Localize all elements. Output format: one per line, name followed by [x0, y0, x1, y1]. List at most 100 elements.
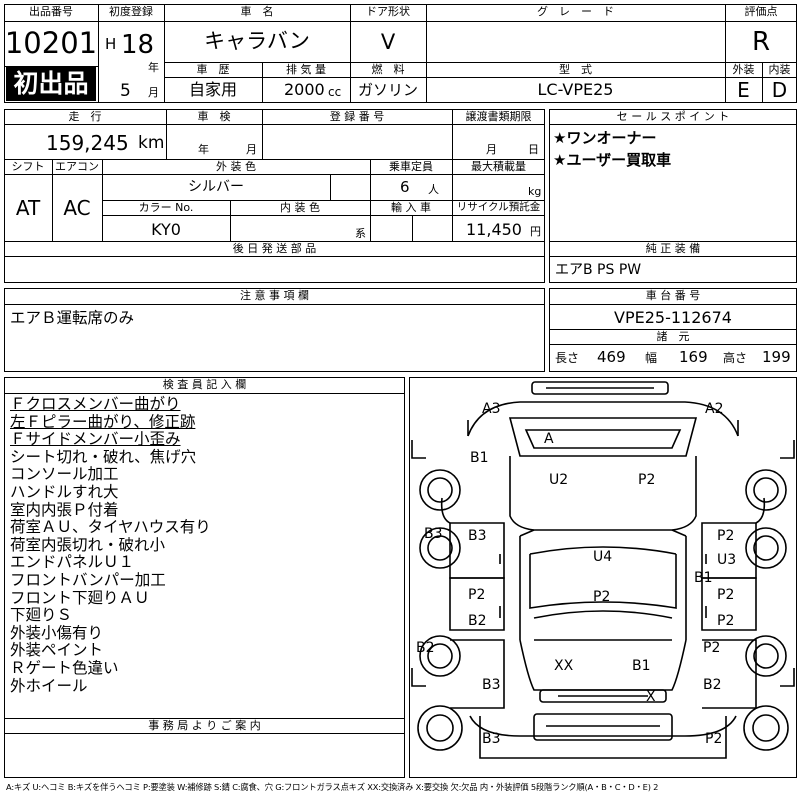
diagram-label: P2: [468, 587, 486, 603]
inspector-remark: ハンドルすれ大: [10, 482, 119, 501]
diagram-label: P2: [638, 472, 656, 488]
notes-header: 注 意 事 項 欄: [240, 289, 309, 302]
load-unit: kg: [528, 185, 542, 198]
diagram-label: P2: [717, 587, 735, 603]
int-color-unit: 系: [355, 227, 366, 240]
diagram-label: A2: [705, 401, 724, 417]
inspector-remark: 下廻りＳ: [10, 606, 73, 625]
door-type: V: [380, 30, 396, 54]
details-section: [4, 109, 545, 283]
diagram-label: B1: [694, 570, 713, 586]
color-no-header: カラー No.: [138, 201, 194, 214]
diagram-label: P2: [703, 640, 721, 656]
first-reg-header: 初度登録: [109, 5, 153, 18]
diagram-label: P2: [717, 528, 735, 544]
diagram-label: B3: [468, 528, 487, 544]
era: H: [105, 35, 117, 53]
recycle-unit: 円: [530, 225, 541, 238]
inspector-header: 検 査 員 記 入 欄: [162, 378, 247, 391]
recycle-header: リサイクル預託金: [456, 201, 541, 213]
shift: AT: [15, 196, 41, 220]
grade-header: グ レ ー ド: [537, 5, 614, 18]
diagram-label: U2: [549, 472, 569, 488]
ac-header: エアコン: [55, 160, 99, 173]
length: 469: [597, 348, 626, 366]
chassis-no: VPE25-112674: [614, 308, 732, 327]
diagram-label: U4: [593, 549, 613, 565]
type-header: 型 式: [559, 63, 592, 76]
lot-no: 10201: [4, 26, 98, 60]
length-label: 長さ: [555, 351, 580, 365]
first-listing-badge: 初出品: [6, 67, 96, 101]
inspector-remark: シート切れ・破れ、焦げ穴: [10, 447, 197, 466]
ext-color: シルバー: [188, 179, 244, 195]
diagram-label: P2: [705, 731, 723, 747]
transfer-month-unit: 月: [486, 143, 497, 156]
inspector-remark: 外装ペイント: [10, 641, 104, 660]
insp-month-unit: 月: [246, 143, 257, 156]
int-grade: D: [771, 78, 788, 102]
ac: AC: [63, 196, 91, 220]
ext-grade: E: [737, 78, 750, 102]
inspector-remark: フロント下廻りＡＵ: [10, 588, 150, 607]
capacity-header: 乗車定員: [389, 160, 433, 173]
history: 自家用: [188, 80, 237, 99]
diagram-label: B1: [470, 450, 489, 466]
score-header: 評価点: [744, 5, 778, 18]
displacement-header: 排 気 量: [286, 63, 326, 76]
score: R: [751, 27, 771, 57]
height-label: 高さ: [723, 351, 748, 365]
inspector-remark: エンドパネルＵ１: [10, 553, 135, 572]
dims-header: 諸 元: [656, 330, 690, 343]
int-header: 内装: [768, 63, 791, 76]
diagram-label: B2: [416, 640, 435, 656]
inspector-remark: フロントバンパー加工: [10, 570, 166, 589]
lot-no-header: 出品番号: [29, 5, 73, 18]
capacity-unit: 人: [428, 183, 439, 196]
diagram-label: B1: [632, 658, 651, 674]
load-header: 最大積載量: [471, 160, 526, 173]
inspector-section: [4, 377, 405, 778]
equipment: エアB PS PW: [555, 262, 642, 278]
diagram-label: XX: [554, 658, 574, 674]
diagram-label: B2: [468, 613, 487, 629]
sales-point-2: ★ユーザー買取車: [553, 151, 672, 169]
inspection-header: 車 検: [197, 110, 231, 123]
first-reg-month: 5: [120, 81, 131, 101]
notes-section: [4, 288, 545, 372]
transfer-header: 譲渡書類期限: [465, 110, 532, 123]
height: 199: [762, 348, 791, 366]
later-parts-header: 後 日 発 送 部 品: [232, 242, 317, 255]
model-name-header: 車 名: [240, 5, 274, 18]
inspector-remark: 荷室ＡＵ、タイヤハウス有り: [10, 518, 211, 537]
ext-color-header: 外 装 色: [216, 160, 256, 173]
inspector-remark: Ｆクロスメンバー曲がり: [10, 395, 181, 413]
sales-point-1: ★ワンオーナー: [553, 129, 657, 147]
diagram-label: B3: [482, 731, 501, 747]
color-no: KY0: [151, 220, 181, 239]
import-header: 輸 入 車: [391, 201, 431, 214]
diagram-label: A3: [482, 401, 501, 417]
inspector-remark: 室内内張Ｐ付着: [10, 500, 119, 519]
recycle-fee: 11,450: [466, 220, 522, 239]
diagram-label: X: [646, 689, 656, 705]
diagram-label: P2: [593, 589, 611, 605]
inspector-remark: Ｒゲート色違い: [10, 658, 119, 677]
month-unit: 月: [148, 86, 159, 99]
first-reg-year: 18: [121, 30, 155, 60]
displacement-unit: cc: [328, 85, 342, 99]
model-type: LC-VPE25: [537, 80, 614, 99]
sales-header: セ ー ル ス ポ イ ン ト: [616, 110, 730, 123]
chassis-header: 車 台 番 号: [645, 289, 701, 302]
diagram-label: B3: [482, 677, 501, 693]
diagram-label: A: [544, 431, 554, 447]
history-header: 車 歴: [196, 63, 230, 76]
width-label: 幅: [645, 351, 658, 365]
ext-header: 外装: [732, 63, 755, 76]
inspector-remark: 左Ｆピラー曲がり、修正跡: [10, 412, 196, 431]
inspector-remark: コンソール加工: [10, 465, 119, 484]
sales-points-section: [549, 109, 797, 283]
van-diagram-drawing: [411, 381, 795, 759]
shift-header: シフト: [11, 160, 45, 173]
diagram-label: P2: [717, 613, 735, 629]
